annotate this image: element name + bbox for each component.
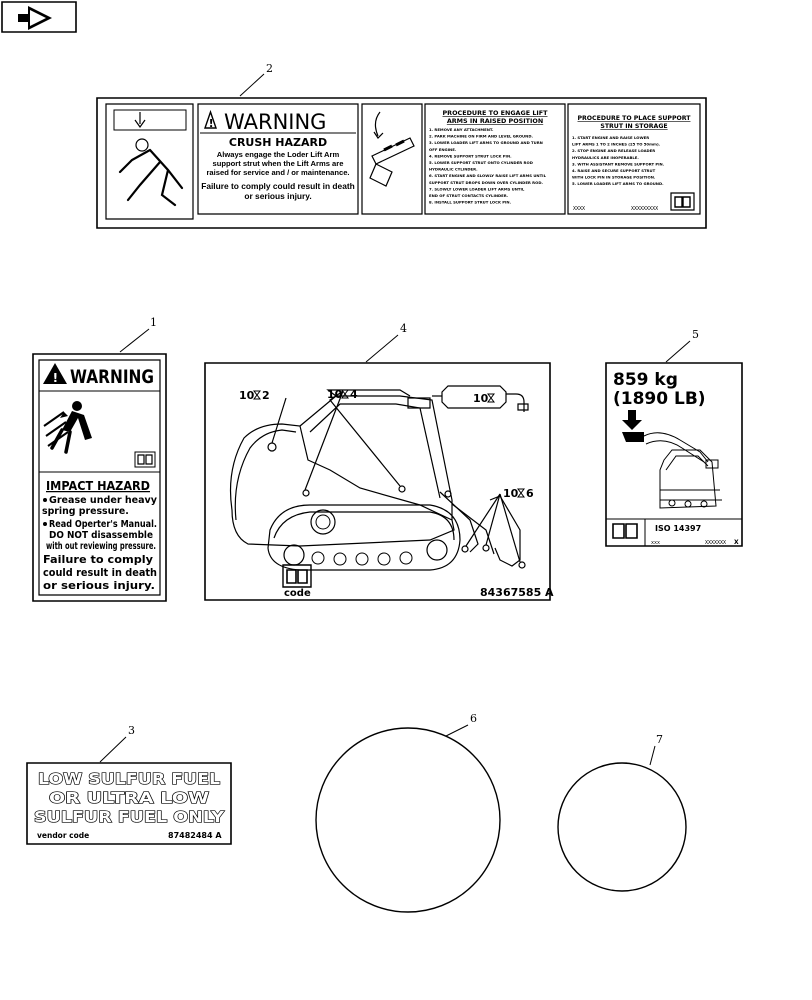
grease-interval-suffix-d: 6 [526, 487, 534, 500]
impact-person-icon [44, 401, 92, 452]
svg-text:!: ! [209, 117, 214, 130]
decal-5-iso: ISO 14397 [655, 524, 701, 533]
decal-3-fuel-notice[interactable]: 3 LOW SULFUR FUEL OR ULTRA LOW SULFUR FU… [27, 724, 231, 844]
decal-2-failure-line: or serious injury. [244, 191, 311, 201]
decal-5-weight-lb: (1890 LB) [613, 389, 706, 409]
procedure-step-line: LIFT ARMS 1 TO 2 INCHES (25 TO 50mm). [572, 142, 661, 147]
callout-1: 1 [150, 316, 157, 329]
decal-3-line: LOW SULFUR FUEL [38, 770, 220, 788]
decal-3-line: OR ULTRA LOW [49, 789, 209, 807]
decal-5-code-end: X [734, 539, 739, 546]
callout-3: 3 [128, 724, 135, 737]
procedure-step-line: 2. STOP ENGINE AND RELEASE LOADER [572, 148, 655, 153]
support-strut-icon [362, 104, 422, 214]
decal-2-text-line: raised for service and / or maintenance. [206, 168, 349, 177]
procedure-step-line: 4. RAISE AND SECURE SUPPORT STRUT [572, 168, 656, 173]
decal-5-code-right: XXXXXXX [705, 540, 726, 546]
decal-5-rated-capacity[interactable]: 5 859 kg (1890 LB) ISO 14397 xxx XXXXXXX… [606, 328, 742, 546]
load-arrow-icon [622, 410, 644, 442]
decal-3-line: SULFUR FUEL ONLY [34, 808, 225, 826]
grease-interval-suffix-b: 4 [350, 388, 358, 401]
procedure-step-line: HYDRAULIC CYLINDER. [429, 167, 478, 172]
procedure-storage-title: STRUT IN STORAGE [600, 123, 667, 130]
decal-2-warning-heading: WARNING [224, 110, 326, 134]
decal-3-part-number: 87482484 A [168, 831, 222, 840]
decal-2-code-left: XXXX [573, 206, 585, 212]
decal-1-bullet-line: with out reviewing pressure. [46, 541, 156, 552]
decal-1-failure-line: or serious injury. [43, 579, 155, 592]
decal-2-failure-line: Failure to comply could result in death [201, 181, 355, 191]
grease-interval-suffix-a: 2 [262, 389, 270, 402]
procedure-storage-panel: PROCEDURE TO PLACE SUPPORT STRUT IN STOR… [568, 104, 700, 214]
procedure-step-line: HYDRAULICS ARE INOPERABLE. [572, 155, 639, 160]
grease-interval-label-b: 10 [327, 388, 343, 401]
operator-manual-icon [613, 524, 637, 538]
operator-manual-icon [283, 565, 311, 587]
operator-manual-icon [671, 193, 694, 210]
grease-gun-icon [432, 386, 528, 412]
procedure-storage-title: PROCEDURE TO PLACE SUPPORT [578, 115, 692, 122]
loader-side-view-icon [644, 433, 722, 508]
decal-5-weight-kg: 859 kg [613, 370, 678, 390]
decal-2-crush-hazard-title: CRUSH HAZARD [229, 136, 327, 149]
decal-1-failure-line: could result in death [43, 566, 157, 579]
part-7-round-decal[interactable]: 7 [558, 733, 686, 891]
decal-2-text-line: Always engage the Loder Lift Arm [217, 150, 340, 159]
decal-4-code: code [284, 588, 311, 599]
warning-panel: ! WARNING CRUSH HAZARD Always engage the… [198, 104, 358, 214]
decal-1-bullet-line: Grease under heavy [49, 495, 157, 506]
grease-interval-label-c: 10 [473, 392, 489, 405]
grease-interval-label-d: 10 [503, 487, 519, 500]
operator-manual-icon [135, 452, 155, 467]
procedure-step-line: 5. LOWER SUPPORT STRUT ONTO CYLINDER ROD [429, 160, 533, 165]
decal-2-crush-hazard[interactable]: 2 ! WARNING CRUSH HAZARD Always engage t… [97, 62, 706, 228]
decal-1-impact-title: IMPACT HAZARD [46, 478, 150, 493]
decal-4-part-number: 84367585 A [480, 586, 554, 599]
procedure-engage-panel: PROCEDURE TO ENGAGE LIFT ARMS IN RAISED … [425, 104, 565, 214]
grease-interval-label-a: 10 [239, 389, 255, 402]
decal-4-grease-points[interactable]: 4 [205, 322, 554, 600]
procedure-step-line: 7. SLOWLY LOWER LOADER LIFT ARMS UNTIL [429, 186, 525, 191]
part-6-round-decal[interactable]: 6 [316, 712, 500, 912]
procedure-engage-title: PROCEDURE TO ENGAGE LIFT [442, 109, 548, 117]
procedure-step-line: 6. START ENGINE AND SLOWLY RAISE LIFT AR… [429, 173, 547, 178]
procedure-step-line: 5. LOWER LOADER LIFT ARMS TO GROUND. [572, 181, 664, 186]
decal-1-bullet-line: spring pressure. [42, 506, 129, 517]
decal-3-vendor: vendor code [37, 831, 89, 840]
svg-text:!: ! [53, 371, 58, 385]
decal-1-bullet-line: Read Operter's Manual. [49, 519, 157, 530]
decal-1-failure-line: Failure to comply [43, 553, 153, 566]
callout-6: 6 [470, 712, 477, 725]
decal-1-impact-hazard[interactable]: 1 ! WARNING IMPACT HAZARD Grease under h… [33, 316, 166, 601]
procedure-step-line: 3. WITH ASSISTANT REMOVE SUPPORT PIN. [572, 161, 665, 166]
procedure-step-line: OFF ENGINE. [429, 147, 457, 152]
callout-2: 2 [266, 62, 273, 75]
procedure-step-line: WITH LOCK PIN IN STORAGE POSITION. [572, 175, 656, 180]
callout-7: 7 [656, 733, 663, 746]
procedure-step-line: 8. INSTALL SUPPORT STRUT LOCK PIN. [429, 200, 512, 205]
procedure-engage-title: ARMS IN RAISED POSITION [447, 117, 543, 125]
decal-5-code-left: xxx [651, 540, 660, 546]
decal-2-code-right: XXXXXXXXX [631, 206, 658, 212]
procedure-step-line: 1. START ENGINE AND RAISE LOWER [572, 135, 649, 140]
callout-5: 5 [692, 328, 699, 341]
decal-2-text-line: support strut when the Lift Arms are [213, 159, 344, 168]
decal-1-bullet-line: DO NOT disassemble [49, 530, 153, 541]
procedure-step-line: 1. REMOVE ANY ATTACHMENT. [429, 127, 494, 132]
decal-1-warning-heading: WARNING [70, 366, 154, 388]
falling-person-icon [106, 104, 193, 219]
procedure-step-line: 2. PARK MACHINE ON FIRM AND LEVEL GROUND… [429, 134, 533, 139]
navigation-arrow-icon[interactable] [2, 2, 76, 32]
procedure-step-line: 3. LOWER LOADER LIFT ARMS TO GROUND AND … [429, 140, 543, 145]
procedure-step-line: END OF STRUT CONTACTS CYLINDER. [429, 193, 509, 198]
procedure-step-line: 4. REMOVE SUPPORT STRUT LOCK PIN. [429, 153, 512, 158]
callout-4: 4 [400, 322, 407, 335]
procedure-step-line: SUPPORT STRUT DROPS DOWN OVER CYLINDER R… [429, 180, 543, 185]
